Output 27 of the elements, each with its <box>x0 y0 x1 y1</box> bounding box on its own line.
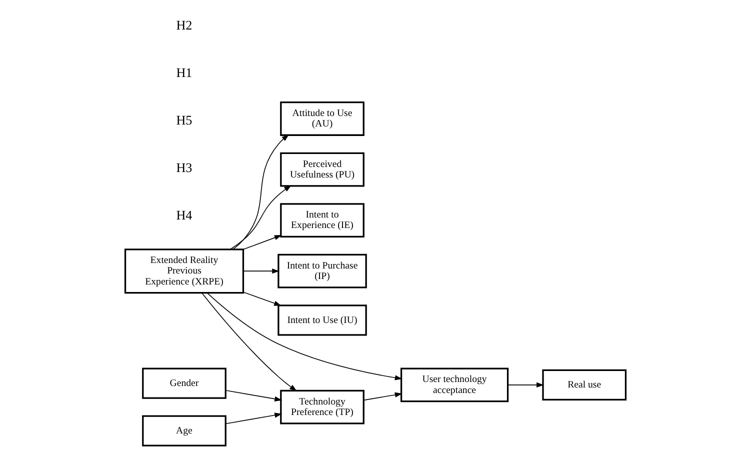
node-box: Intent to Experience (IE) <box>280 203 364 238</box>
arrow <box>232 134 289 250</box>
label: H5 <box>176 112 192 128</box>
arrow <box>206 292 402 380</box>
label: H1 <box>176 64 192 80</box>
arrow <box>224 390 282 402</box>
node-box: Intent to Purchase (IP) <box>277 254 366 288</box>
node-box: Attitude to Use (AU) <box>280 102 364 136</box>
arrow <box>200 292 296 392</box>
node-box: Extended Reality Previous Experience (XRPE) <box>124 248 244 294</box>
node-box: Gender <box>142 368 226 399</box>
arrow <box>506 382 544 388</box>
arrow <box>362 392 402 401</box>
label: H3 <box>176 160 192 175</box>
node-box: Intent to Use (IU) <box>277 304 366 336</box>
node-box: Perceived Usefulness (PU) <box>280 152 364 187</box>
arrow <box>224 412 282 424</box>
label: H2 <box>176 17 192 32</box>
arrow <box>242 268 279 274</box>
node-box: Real use <box>542 369 626 400</box>
label: H4 <box>176 207 192 222</box>
node-box: Age <box>142 415 226 446</box>
arrow <box>242 292 281 306</box>
arrow <box>230 185 291 250</box>
arrow <box>242 235 282 250</box>
node-box: User technology acceptance <box>400 368 508 402</box>
node-box: Technology Preference (TP) <box>280 390 364 424</box>
